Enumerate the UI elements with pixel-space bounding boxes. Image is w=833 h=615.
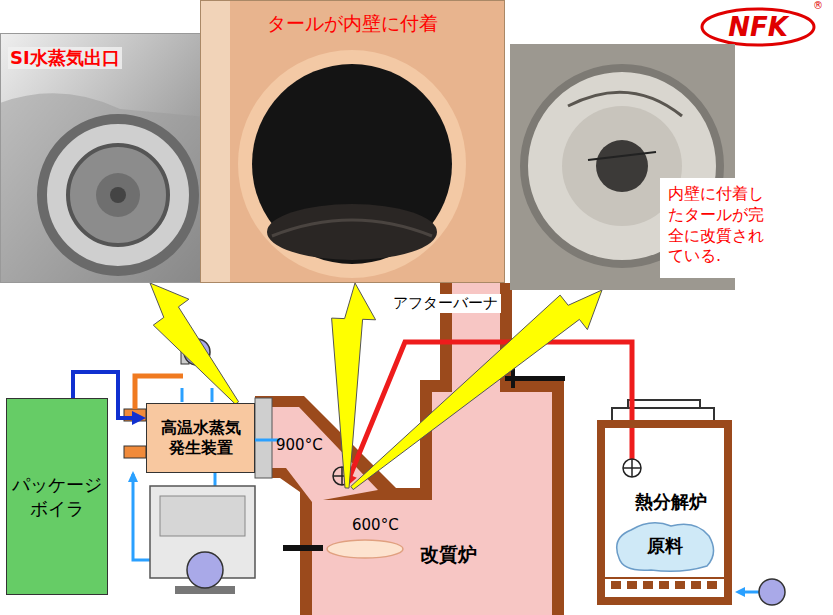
pyrolysis-roof bbox=[612, 400, 714, 420]
reforming-furnace: 改質炉 bbox=[300, 488, 562, 612]
equipment-label: アフターバーナ bbox=[390, 294, 501, 313]
photo-panel-drawing-part bbox=[272, 220, 432, 236]
photo-panel-drawing bbox=[200, 0, 505, 283]
lower-blower-unit-part bbox=[160, 496, 245, 536]
photo-panel-drawing-part bbox=[588, 152, 656, 160]
photo-panel-drawing-part bbox=[238, 50, 466, 278]
photo-panel: 内壁に付着したタールが完全に改質されている. bbox=[510, 44, 780, 290]
pyrolysis-furnace-drawing-part bbox=[627, 581, 637, 589]
photo-panel: タールが内壁に付着 bbox=[200, 0, 505, 283]
air-blower-part bbox=[759, 579, 785, 605]
equipment-label: 高温水蒸気発生装置 bbox=[159, 418, 242, 458]
cooling-arrow-part bbox=[128, 471, 138, 482]
photo-panel-drawing-part bbox=[201, 1, 505, 283]
cooling-pipes-part bbox=[181, 388, 184, 402]
photo-pointer-arrow bbox=[351, 290, 602, 490]
steam-outlet-flange-part bbox=[255, 398, 272, 478]
photo-panel-drawing-part bbox=[68, 145, 168, 245]
steam-generator-box: 高温水蒸気発生装置 bbox=[146, 403, 255, 473]
photo-panel-drawing-part bbox=[96, 173, 140, 217]
boiler-box: パッケージボイラ bbox=[6, 398, 108, 595]
photo-caption: 内壁に付着したタールが完全に改質されている. bbox=[666, 182, 770, 269]
feedstock-pile: 原料 bbox=[611, 518, 718, 573]
photo-pointer-arrow bbox=[351, 290, 602, 490]
steam-outlet-flange bbox=[255, 398, 272, 478]
air-blower bbox=[735, 579, 785, 605]
registered-mark: ® bbox=[813, 0, 823, 11]
photo-panel-drawing-part bbox=[1, 34, 205, 283]
air-blower-part bbox=[744, 591, 759, 594]
photo-caption: タールが内壁に付着 bbox=[267, 12, 438, 36]
photo-panel-drawing-part bbox=[660, 178, 780, 278]
photo-panel-drawing-part bbox=[252, 64, 452, 264]
equipment-label: 原料 bbox=[647, 534, 683, 558]
feedstock-pile-drawing-part bbox=[617, 523, 714, 572]
air-blower-part bbox=[735, 587, 745, 597]
pyrolysis-furnace: 熱分解炉原料 bbox=[597, 420, 732, 605]
photo-panel-drawing-part bbox=[42, 119, 194, 271]
photo-panel-drawing-part bbox=[110, 187, 126, 203]
pyrolysis-furnace-drawing-part bbox=[605, 577, 724, 579]
pyrolysis-furnace-drawing-part bbox=[631, 459, 633, 477]
furnace-walls bbox=[255, 283, 564, 615]
afterburner-stack: アフターバーナ bbox=[440, 283, 512, 392]
pyrolysis-roof-part bbox=[612, 408, 714, 420]
photo-caption: SI水蒸気出口 bbox=[8, 47, 122, 69]
photo-panel-drawing-part bbox=[200, 0, 505, 283]
equipment-label: パッケージボイラ bbox=[10, 473, 104, 520]
inlet-port-part bbox=[341, 467, 343, 485]
cooling-pipes-part bbox=[211, 388, 214, 402]
pyrolysis-furnace-drawing-part bbox=[611, 581, 621, 589]
photo-panel-drawing-part bbox=[596, 140, 648, 192]
pyrolysis-furnace-drawing-part bbox=[675, 581, 685, 589]
cooling-pipes-part bbox=[214, 473, 217, 486]
photo-pointer-arrow bbox=[332, 283, 376, 488]
logo-text: NFK bbox=[702, 7, 814, 47]
photo-panel-drawing-part bbox=[267, 204, 437, 260]
lower-blower-unit bbox=[150, 486, 255, 594]
temperature-label: 900°C bbox=[276, 436, 323, 454]
equipment-label: 熱分解炉 bbox=[635, 490, 707, 514]
photo-panel-drawing-part bbox=[200, 0, 230, 283]
cooling-arrow bbox=[128, 471, 138, 482]
pyrolysis-furnace-drawing-part bbox=[630, 428, 635, 459]
pyrolysis-roof-part bbox=[628, 400, 700, 408]
burner-part bbox=[327, 540, 403, 558]
pipe-tabs-part bbox=[124, 446, 146, 458]
equipment-label: 改質炉 bbox=[420, 542, 477, 568]
pyrolysis-furnace-drawing-part bbox=[707, 581, 717, 589]
photo-panel-drawing-part bbox=[568, 92, 682, 116]
temperature-label: 600°C bbox=[352, 516, 399, 534]
lower-blower-unit-part bbox=[187, 552, 223, 588]
cooling-pipes-part bbox=[133, 474, 150, 560]
arrow-head bbox=[132, 411, 146, 425]
burner-part bbox=[283, 545, 323, 551]
photo-panel-drawing-part bbox=[0, 33, 205, 283]
pyrolysis-furnace-drawing-part bbox=[623, 459, 641, 477]
photo-panel: SI水蒸気出口 bbox=[0, 33, 205, 283]
burner bbox=[283, 540, 403, 558]
photo-pointer-arrow bbox=[332, 283, 376, 488]
photo-panel-drawing bbox=[0, 33, 205, 283]
afterburner-nozzle bbox=[505, 366, 565, 388]
photo-pointer-arrow bbox=[150, 283, 239, 404]
pyrolysis-furnace-drawing-part bbox=[643, 581, 653, 589]
pyrolysis-furnace-drawing-part bbox=[659, 581, 669, 589]
photo-panel-drawing-part bbox=[0, 93, 205, 283]
photo-pointer-arrow bbox=[150, 283, 239, 404]
pyrolysis-furnace-drawing-part bbox=[691, 581, 701, 589]
